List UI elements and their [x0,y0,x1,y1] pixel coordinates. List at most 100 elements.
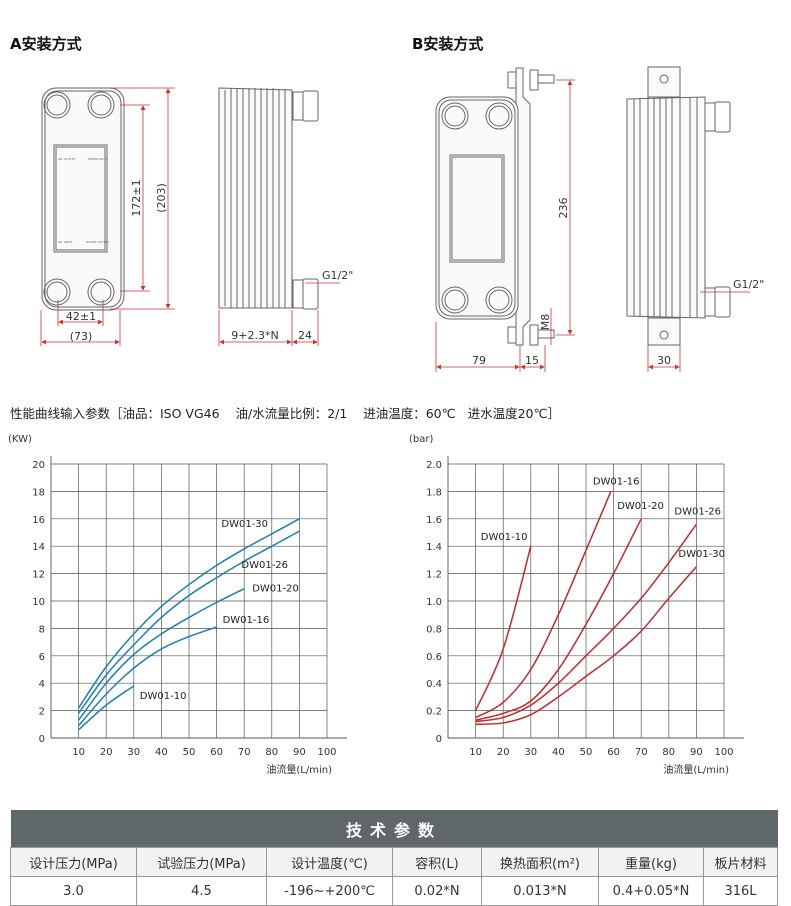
x-tick-label: 60 [210,747,223,758]
x-tick-label: 90 [690,747,703,758]
x-tick-label: 50 [580,747,593,758]
x-tick-label: 20 [100,747,113,758]
y-tick-label: 12 [32,570,45,581]
x-tick-label: 60 [607,747,620,758]
x-tick-label: 80 [662,747,675,758]
perf-ratio: 油/水流量比例：2/1 [235,406,348,421]
y-tick-label: 1.4 [426,542,442,553]
fitting-icon [292,90,319,122]
y-tick-label: 1.0 [426,597,442,608]
x-tick-label: 50 [183,747,196,758]
spec-header: 试验压力(MPa) [136,847,267,877]
dim-30: 30 [657,354,671,367]
series-label: DW01-16 [223,615,270,626]
dim-m8: M8 [539,314,552,331]
dimension-lines-a [40,87,175,346]
series-line-dw01-26 [475,523,698,723]
x-tick-label: 20 [497,747,510,758]
series-line-dw01-20 [475,518,642,721]
drawing-b-front-view [435,67,555,346]
series-label: DW01-26 [241,560,288,571]
x-tick-label: 10 [469,747,482,758]
y-tick-label: 14 [32,542,45,553]
series-line-dw01-30 [77,518,300,709]
series-label: DW01-26 [674,506,721,517]
dim-172: 172±1 [130,179,143,216]
y-tick-label: 2 [39,707,45,718]
dim-15: 15 [525,354,539,367]
series-line-dw01-26 [77,530,300,714]
x-tick-label: 70 [238,747,251,758]
y-tick-label: 0.2 [426,707,442,718]
drawing-b-side-view [626,66,731,346]
x-tick-label: 100 [714,747,733,758]
fitting-icon [704,101,731,133]
technical-drawings: OIL OUTLET WATER INLET OIL INLET WATER O… [40,66,764,372]
spec-value: 0.02*N [392,876,482,906]
y-tick-label: 0 [436,734,442,745]
section-title-a: A安装方式 [10,35,82,53]
dim-79: 79 [472,354,486,367]
series-line-dw01-16 [78,626,217,727]
spec-value: 4.5 [136,876,267,906]
x-tick-label: 80 [265,747,278,758]
y-tick-label: 6 [39,652,45,663]
fitting-icon [704,286,731,318]
spec-value: -196~+200℃ [266,876,393,906]
dim-236: 236 [557,198,570,219]
perf-oil-temp: 进油温度：60℃ [363,406,456,421]
y-tick-label: 0 [39,734,45,745]
series-label: DW01-10 [481,532,528,543]
x-axis-label: 油流量(L/min) [663,763,729,776]
series-label: DW01-20 [617,501,664,512]
spec-value: 0.4+0.05*N [598,876,704,906]
series-line-dw01-10 [78,685,135,731]
port-icon [43,278,71,306]
fitting-icon [292,278,319,310]
port-icon [43,91,71,119]
y-tick-label: 2.0 [426,460,442,471]
spec-value: 3.0 [10,876,137,906]
port-icon [87,278,115,306]
panel-label: WATER INLET [88,157,108,161]
perf-water-temp: 进水温度20℃］ [467,406,561,421]
spec-header: 重量(kg) [598,847,704,877]
thread-label-a: G1/2" [322,269,353,282]
y-tick-label: 20 [32,460,45,471]
x-tick-label: 70 [635,747,648,758]
series-line-dw01-16 [475,491,612,719]
drawing-a-side-view [218,87,319,310]
y-tick-label: 1.2 [426,570,442,581]
y-tick-label: 1.6 [426,515,442,526]
panel-label: WATER OUTLET [86,240,109,244]
x-tick-label: 30 [524,747,537,758]
y-tick-label: 18 [32,487,45,498]
series-label: DW01-30 [678,549,725,560]
y-tick-label: 0.6 [426,652,442,663]
series-label: DW01-20 [252,584,299,595]
spec-header: 容积(L) [392,847,482,877]
x-tick-label: 40 [155,747,168,758]
dim-24: 24 [298,329,312,342]
x-tick-label: 40 [552,747,565,758]
x-tick-label: 100 [317,747,336,758]
dim-thickness: 9+2.3*N [231,329,278,342]
y-tick-label: 0.8 [426,624,442,635]
x-tick-label: 30 [127,747,140,758]
y-tick-label: 0.4 [426,679,442,690]
port-icon [87,91,115,119]
series-line-dw01-10 [474,546,532,711]
panel-label: OIL OUTLET [58,157,76,161]
spec-header: 换热面积(m²) [481,847,599,877]
dim-42: 42±1 [66,310,96,323]
bolt-icon [507,69,555,91]
x-tick-label: 10 [72,747,85,758]
spec-value: 0.013*N [481,876,599,906]
y-tick-label: 10 [32,597,45,608]
y-tick-label: 8 [39,624,45,635]
thread-label-b: G1/2" [733,278,764,291]
performance-params: 性能曲线输入参数［油品：ISO VG46 油/水流量比例：2/1 进油温度：60… [10,403,560,422]
x-tick-label: 90 [293,747,306,758]
series-line-dw01-20 [77,587,245,721]
